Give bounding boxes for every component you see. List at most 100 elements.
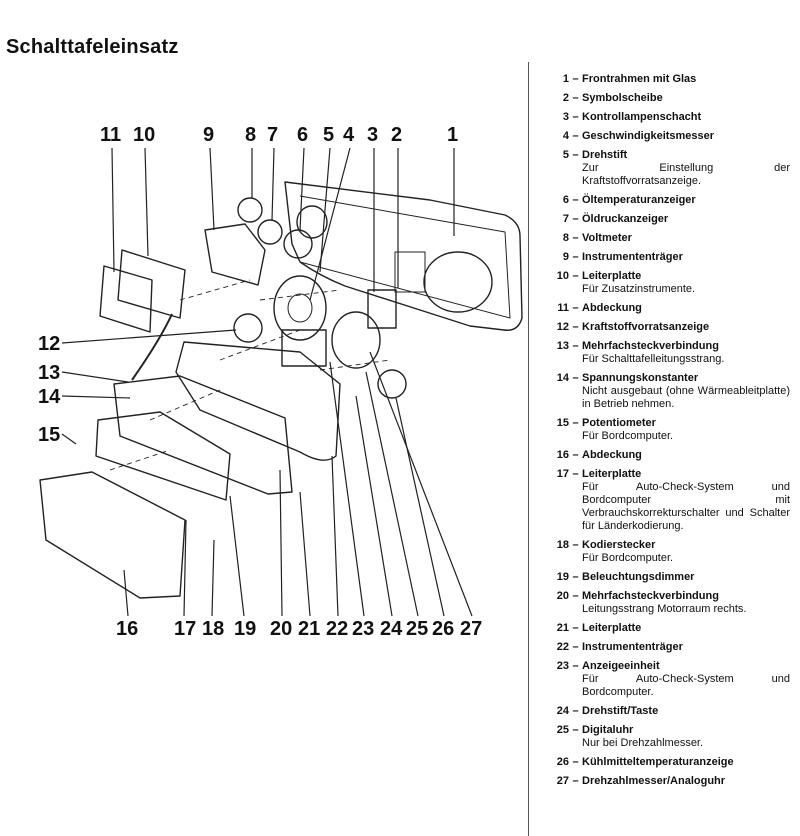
legend-dash: – xyxy=(572,372,579,384)
legend-description: Für Auto-Check-System und Bordcomputer. xyxy=(582,673,790,698)
callout-8: 8 xyxy=(245,124,256,146)
callout-9: 9 xyxy=(203,124,214,146)
legend-item: 11–Abdeckung xyxy=(542,302,790,315)
legend-label: Leiterplatte xyxy=(582,270,642,282)
cover-11 xyxy=(99,265,153,333)
legend-label: Voltmeter xyxy=(582,232,632,244)
legend-number: 24 xyxy=(556,705,569,717)
callout-21: 21 xyxy=(298,618,320,640)
legend-label: Instrumententräger xyxy=(582,641,683,653)
legend-number: 8 xyxy=(562,232,569,244)
callout-5: 5 xyxy=(323,124,334,146)
callout-23: 23 xyxy=(352,618,374,640)
callout-13: 13 xyxy=(38,362,60,384)
callout-14: 14 xyxy=(38,386,61,408)
legend-item: 22–Instrumententräger xyxy=(542,641,790,654)
speedometer xyxy=(273,275,327,341)
front-frame xyxy=(284,181,523,331)
legend-dash: – xyxy=(572,213,579,225)
coolant-gauge xyxy=(377,369,407,399)
legend-item: 21–Leiterplatte xyxy=(542,622,790,635)
legend-dash: – xyxy=(572,251,579,263)
circuit-board-21 xyxy=(113,375,293,495)
legend-description: Für Schalttafelleitungsstrang. xyxy=(582,353,725,365)
callout-17: 17 xyxy=(174,618,196,640)
legend-dash: – xyxy=(572,111,579,123)
legend-number: 12 xyxy=(556,321,569,333)
callout-10: 10 xyxy=(133,124,155,146)
page-title: Schalttafeleinsatz xyxy=(6,36,179,58)
callout-1: 1 xyxy=(447,124,458,146)
legend-dash: – xyxy=(572,149,579,161)
legend-number: 1 xyxy=(562,73,569,85)
legend-item: 6–Öltemperaturanzeiger xyxy=(542,194,790,207)
legend-item: 16–Abdeckung xyxy=(542,449,790,462)
legend-label: Symbolscheibe xyxy=(582,92,663,104)
legend-dash: – xyxy=(572,775,579,787)
callout-11: 11 xyxy=(100,124,121,146)
callout-19: 19 xyxy=(234,618,256,640)
legend-number: 16 xyxy=(556,449,569,461)
legend-dash: – xyxy=(572,270,579,282)
legend-dash: – xyxy=(572,724,579,736)
legend-description: Nicht ausgebaut (ohne Wärmeableitplatte)… xyxy=(582,385,790,410)
legend-label: Potentiometer xyxy=(582,417,656,429)
legend-label: Kodierstecker xyxy=(582,539,656,551)
legend-label: Drehstift xyxy=(582,149,628,161)
oil-pressure-gauge xyxy=(257,219,283,245)
legend-description: Zur Einstellung der Kraftstoffvorratsanz… xyxy=(582,162,790,187)
callout-16: 16 xyxy=(116,618,138,640)
legend-number: 5 xyxy=(562,149,569,161)
legend-label: Abdeckung xyxy=(582,302,642,314)
legend-label: Geschwindigkeitsmesser xyxy=(582,130,715,142)
legend-label: Drehzahlmesser/Analoguhr xyxy=(582,775,726,787)
legend-label: Beleuchtungsdimmer xyxy=(582,571,695,583)
callout-3: 3 xyxy=(367,124,378,146)
legend-dash: – xyxy=(572,622,579,634)
legend-dash: – xyxy=(572,468,579,480)
legend-number: 25 xyxy=(556,724,569,736)
legend-number: 3 xyxy=(562,111,569,123)
legend-item: 26–Kühlmitteltemperaturanzeige xyxy=(542,756,790,769)
legend-dash: – xyxy=(572,571,579,583)
legend-item: 2–Symbolscheibe xyxy=(542,92,790,105)
legend-dash: – xyxy=(572,92,579,104)
legend-item: 1–Frontrahmen mit Glas xyxy=(542,73,790,86)
callout-25: 25 xyxy=(406,618,428,640)
legend-item: 12–Kraftstoffvorratsanzeige xyxy=(542,321,790,334)
legend-item: 9–Instrumententräger xyxy=(542,251,790,264)
legend-number: 6 xyxy=(562,194,569,206)
legend-label: Frontrahmen mit Glas xyxy=(582,73,697,85)
legend-label: Mehrfachsteckverbindung xyxy=(582,590,719,602)
callout-4: 4 xyxy=(343,124,355,146)
legend-label: Abdeckung xyxy=(582,449,642,461)
legend-label: Digitaluhr xyxy=(582,724,634,736)
legend-number: 27 xyxy=(556,775,569,787)
legend-number: 14 xyxy=(556,372,569,384)
instrument-carrier-9 xyxy=(204,223,266,286)
legend-description: Für Auto-Check-System und Bordcomputer m… xyxy=(582,481,790,532)
callout-27: 27 xyxy=(460,618,482,640)
legend-dash: – xyxy=(572,321,579,333)
callout-26: 26 xyxy=(432,618,454,640)
fuel-gauge xyxy=(233,313,263,343)
legend-dash: – xyxy=(572,660,579,672)
legend-number: 11 xyxy=(557,302,569,314)
legend-item: 27–Drehzahlmesser/Analoguhr xyxy=(542,775,790,788)
legend-label: Drehstift/Taste xyxy=(582,705,659,717)
legend-number: 21 xyxy=(556,622,569,634)
legend-label: Anzeigeeinheit xyxy=(582,660,660,672)
legend-description: Nur bei Drehzahlmesser. xyxy=(582,737,704,749)
legend-number: 23 xyxy=(556,660,569,672)
legend-description: Für Zusatzinstrumente. xyxy=(582,283,696,295)
legend-dash: – xyxy=(572,539,579,551)
callout-22: 22 xyxy=(326,618,348,640)
callout-12: 12 xyxy=(38,333,60,355)
legend-label: Kontrollampenschacht xyxy=(582,111,702,123)
